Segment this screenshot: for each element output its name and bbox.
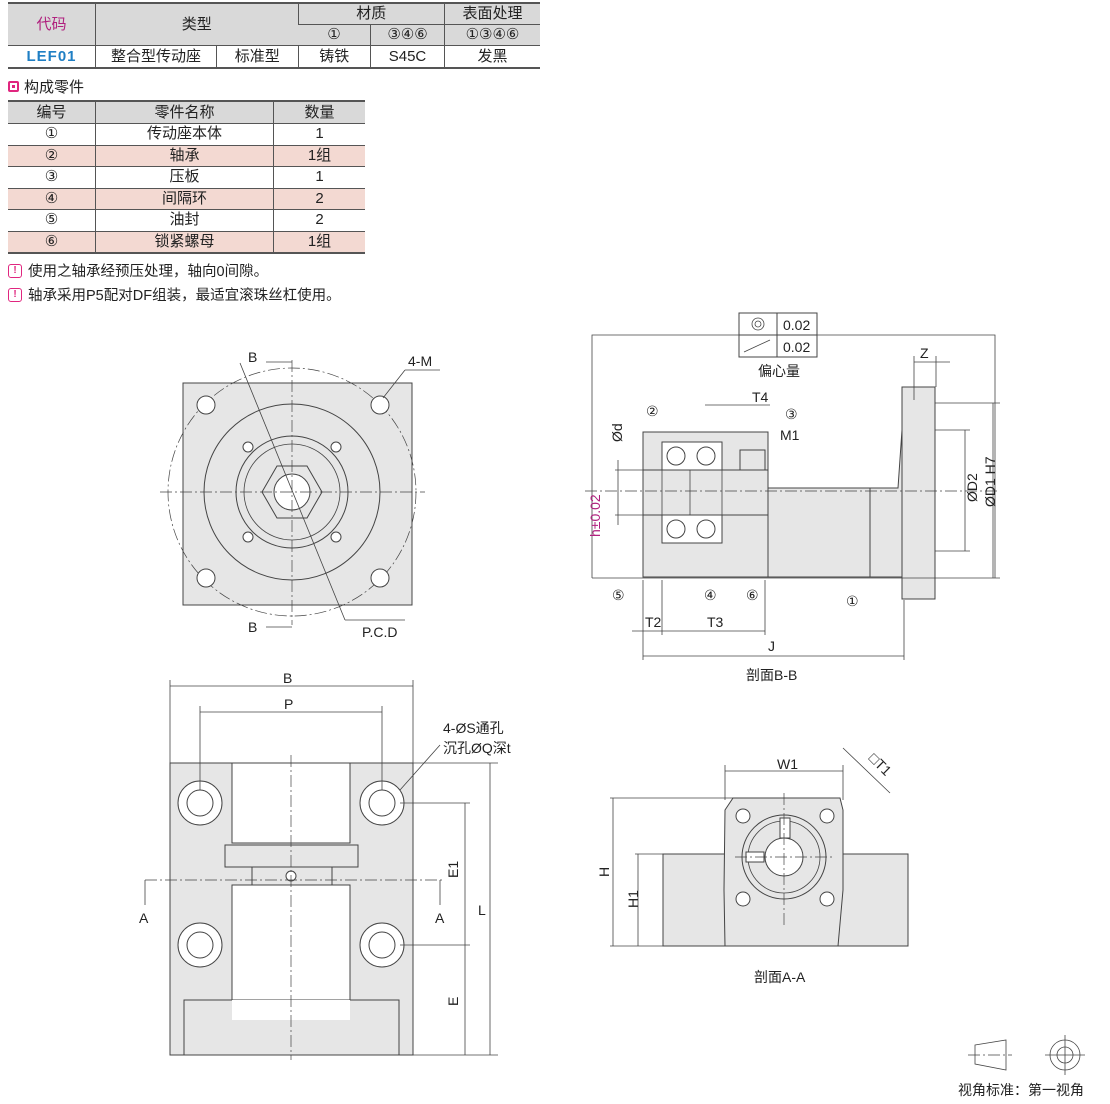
runout-value: 0.02	[783, 339, 810, 355]
h1-label: H1	[625, 890, 641, 908]
part-name: 间隔环	[95, 187, 274, 210]
h-dim-label: H	[596, 867, 612, 877]
front-holes-label: 4-M	[408, 353, 432, 369]
section-aa: W1 □T1 H H1 剖面A-A	[596, 747, 909, 985]
part-name: 锁紧螺母	[95, 230, 274, 253]
d1-label: ØD1 H7	[982, 456, 998, 507]
spec-table: 代码 类型 材质 表面处理 ① ③④⑥ ①③④⑥ LEF01 整合型传动座 标准…	[8, 2, 540, 69]
part-qty: 1组	[273, 230, 365, 253]
material-header: 材质	[297, 3, 445, 25]
m1-label: M1	[780, 427, 800, 443]
callout-2: ②	[646, 403, 659, 419]
a-left-label: A	[139, 910, 149, 926]
e-label: E	[445, 997, 461, 1006]
parts-name-header: 零件名称	[95, 101, 274, 124]
top-p-label: P	[284, 696, 293, 712]
pink-square-icon	[8, 81, 19, 92]
top-view: B P 4-ØS通孔 沉孔ØQ深t E1 L E A A	[139, 670, 511, 1060]
t4-label: T4	[752, 389, 769, 405]
callout-3: ③	[785, 406, 798, 422]
part-name: 油封	[95, 209, 274, 231]
part-no: ①	[8, 123, 96, 145]
callout-6: ⑥	[746, 587, 759, 603]
projection-label: 视角标准：第一视角	[958, 1082, 1084, 1098]
part-no: ④	[8, 187, 96, 210]
warning-icon: !	[8, 287, 22, 302]
callout-5: ⑤	[612, 587, 625, 603]
surface-sub: ①③④⑥	[444, 24, 540, 46]
first-angle-projection-icon: 视角标准：第一视角	[958, 1035, 1085, 1098]
note-text: 使用之轴承经预压处理，轴向0间隙。	[28, 264, 269, 280]
section-aa-caption: 剖面A-A	[754, 969, 806, 985]
part-no: ⑤	[8, 209, 96, 231]
front-view: B B 4-M P.C.D	[160, 349, 440, 640]
note-1: ! 使用之轴承经预压处理，轴向0间隙。	[8, 260, 268, 281]
note-text: 轴承采用P5配对DF组装，最适宜滚珠丝杠使用。	[28, 288, 341, 304]
pcd-label: P.C.D	[362, 624, 398, 640]
parts-section-title: 构成零件	[8, 76, 84, 97]
part-qty: 1	[273, 123, 365, 145]
surface-header: 表面处理	[444, 3, 540, 25]
z-label: Z	[920, 345, 929, 361]
t2-label: T2	[645, 614, 662, 630]
holes-label-1: 4-ØS通孔	[443, 720, 504, 736]
part-name: 传动座本体	[95, 123, 274, 145]
d-label: Ød	[609, 423, 625, 442]
part-no: ⑥	[8, 230, 96, 253]
warning-icon: !	[8, 263, 22, 278]
w1-label: W1	[777, 756, 798, 772]
e1-label: E1	[445, 861, 461, 878]
front-b-bottom-label: B	[248, 619, 257, 635]
callout-4: ④	[704, 587, 717, 603]
note-2: ! 轴承采用P5配对DF组装，最适宜滚珠丝杠使用。	[8, 284, 341, 305]
material-sub-1: ①	[298, 24, 371, 46]
code-header: 代码	[8, 3, 96, 46]
part-name: 压板	[95, 166, 274, 188]
top-b-label: B	[283, 670, 292, 686]
concentricity-value: 0.02	[783, 317, 810, 333]
a-right-label: A	[435, 910, 445, 926]
material-value-2: S45C	[370, 45, 445, 68]
part-qty: 1	[273, 166, 365, 188]
material-sub-2: ③④⑥	[370, 24, 445, 46]
part-no: ②	[8, 144, 96, 167]
parts-no-header: 编号	[8, 101, 96, 124]
holes-label-2: 沉孔ØQ深t	[443, 740, 511, 756]
part-no: ③	[8, 166, 96, 188]
d2-label: ØD2	[964, 473, 980, 502]
part-qty: 2	[273, 209, 365, 231]
l-label: L	[478, 902, 486, 918]
material-value-1: 铸铁	[297, 45, 371, 68]
callout-1: ①	[846, 593, 859, 609]
front-b-top-label: B	[248, 349, 257, 365]
part-qty: 1组	[273, 144, 365, 167]
eccentricity-label: 偏心量	[758, 363, 800, 379]
h-label: h±0.02	[587, 494, 603, 537]
code-value: LEF01	[8, 45, 96, 68]
t3-label: T3	[707, 614, 724, 630]
parts-qty-header: 数量	[273, 101, 365, 124]
part-qty: 2	[273, 187, 365, 210]
type-value-1: 整合型传动座	[95, 45, 217, 68]
type-value-2: 标准型	[216, 45, 298, 68]
section-bb-caption: 剖面B-B	[746, 667, 797, 683]
type-header: 类型	[95, 3, 298, 46]
j-label: J	[768, 638, 775, 654]
surface-value: 发黑	[444, 45, 540, 68]
section-bb: 0.02 0.02 偏心量 Z T4 M1 Ød h±0.02 ØD2 ØD1 …	[585, 312, 1000, 683]
spec-row: LEF01 整合型传动座 标准型 铸铁 S45C 发黑	[8, 45, 540, 68]
parts-title-text: 构成零件	[24, 79, 85, 96]
part-name: 轴承	[95, 144, 274, 167]
